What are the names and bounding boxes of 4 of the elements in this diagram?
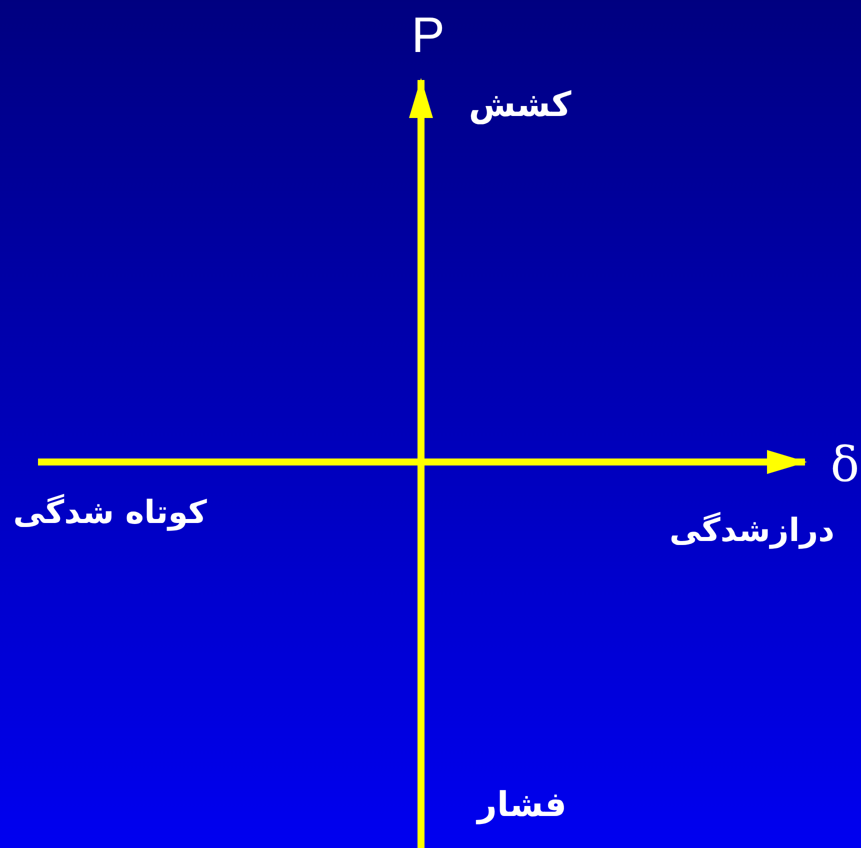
- axis-label: δ: [830, 441, 860, 489]
- axis-label: کشش: [468, 88, 572, 122]
- axis-label: فشار: [477, 788, 567, 822]
- axis-label: P: [411, 10, 445, 60]
